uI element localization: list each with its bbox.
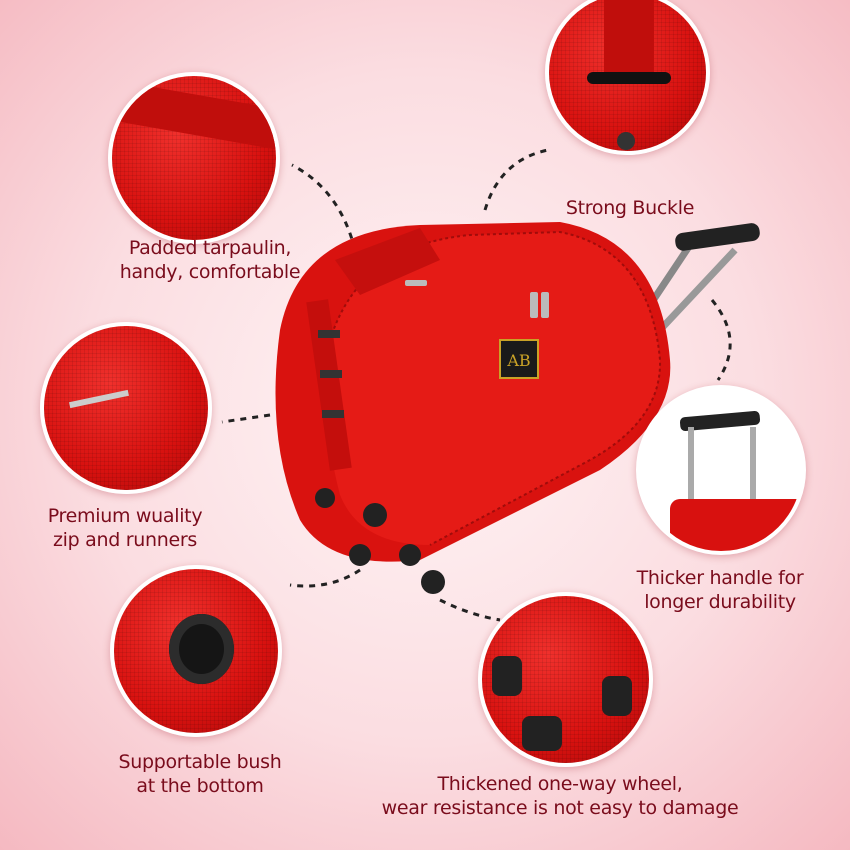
detail-padded-handle: [108, 72, 280, 244]
detail-buckle: [545, 0, 710, 155]
caption-line: handy, comfortable: [119, 261, 301, 283]
caption-zip: Premium wuality zip and runners: [10, 504, 240, 552]
caption-line: Premium wuality: [47, 505, 203, 527]
detail-handle: [636, 385, 806, 555]
duffel-bag: AB: [275, 222, 671, 562]
detail-wheel: [478, 592, 653, 767]
wheels: [315, 488, 445, 594]
arrow-buckle: [483, 148, 549, 211]
caption-line: Supportable bush: [118, 751, 282, 773]
detail-bush: [110, 565, 282, 737]
arrow-zip: [221, 413, 271, 424]
arrow-wheel: [439, 598, 501, 622]
caption-bush: Supportable bush at the bottom: [90, 750, 310, 798]
caption-handle: Thicker handle for longer durability: [600, 566, 840, 614]
caption-line: Padded tarpaulin,: [128, 237, 292, 259]
caption-line: longer durability: [644, 591, 796, 613]
detail-zip: [40, 322, 212, 494]
caption-line: Thickened one-way wheel,: [437, 773, 683, 795]
arrow-bush: [289, 568, 361, 588]
svg-text:AB: AB: [506, 351, 530, 370]
pointer-arrows: [221, 148, 732, 622]
caption-line: wear resistance is not easy to damage: [381, 797, 739, 819]
arrow-padded: [291, 163, 357, 251]
brand-logo: [499, 339, 539, 379]
caption-line: at the bottom: [136, 775, 264, 797]
caption-wheel: Thickened one-way wheel, wear resistance…: [350, 772, 770, 820]
caption-padded: Padded tarpaulin, handy, comfortable: [90, 236, 330, 284]
caption-line: zip and runners: [53, 529, 197, 551]
caption-buckle: Strong Buckle: [540, 196, 720, 220]
caption-line: Strong Buckle: [565, 197, 695, 219]
arrow-handle: [710, 299, 732, 381]
caption-line: Thicker handle for: [636, 567, 804, 589]
